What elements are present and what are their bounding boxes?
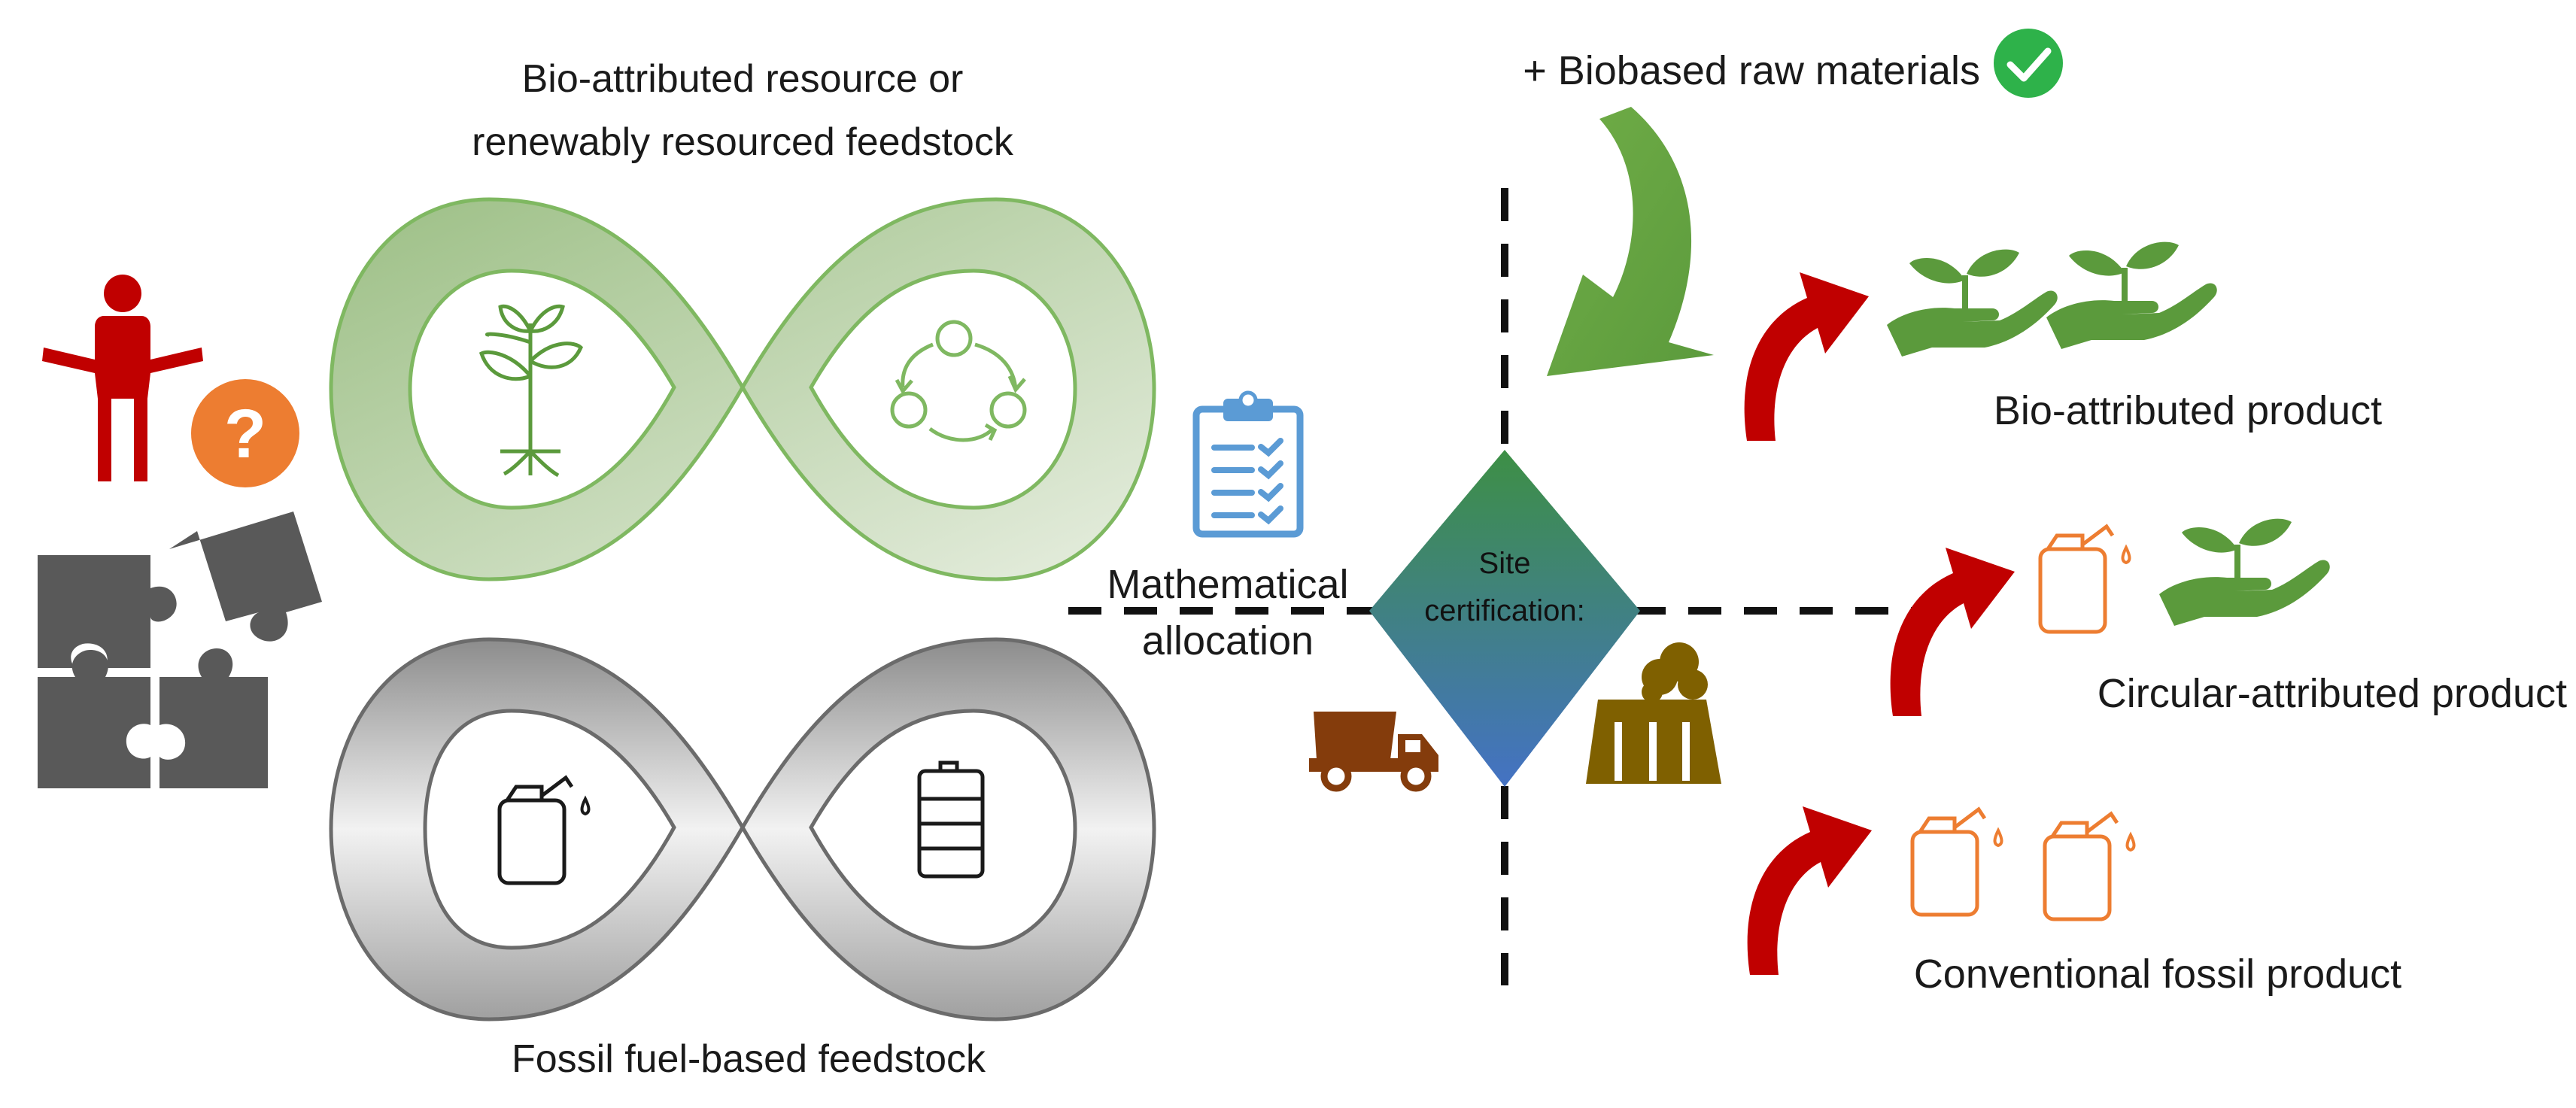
math-allocation-line2: allocation xyxy=(1142,618,1314,663)
fossil-loop-title: Fossil fuel-based feedstock xyxy=(512,1037,986,1081)
bio-infinity-loop xyxy=(329,197,1156,581)
curved-arrow-icon-bio xyxy=(1744,272,1869,441)
hand-with-plant-icon-circular xyxy=(2159,519,2330,626)
curved-arrow-icon-conventional xyxy=(1747,806,1872,975)
green-curved-arrow xyxy=(1547,107,1714,376)
svg-text:?: ? xyxy=(224,396,266,472)
cycle-arrows-icon xyxy=(890,320,1027,442)
bio-attributed-product-label: Bio-attributed product xyxy=(1994,388,2382,433)
hand-with-plant-icon-bio-2 xyxy=(2046,242,2217,349)
jerrycan-icon-circular xyxy=(2040,527,2130,632)
site-certification-diamond xyxy=(1369,450,1640,787)
oil-barrel-icon xyxy=(917,760,985,879)
checklist-clipboard-icon xyxy=(1192,390,1304,538)
sprout-icon xyxy=(478,304,583,478)
person-shrug-icon xyxy=(42,275,203,481)
bio-loop-title-line1: Bio-attributed resource or xyxy=(522,57,964,101)
jerrycan-icon-conventional-2 xyxy=(2045,814,2134,919)
dashed-divider-lines xyxy=(1068,188,1915,985)
dump-truck-icon xyxy=(1309,712,1438,792)
fossil-infinity-loop xyxy=(329,637,1156,1021)
jerrycan-icon-conventional-1 xyxy=(1912,809,2002,915)
math-allocation-line1: Mathematical xyxy=(1107,562,1348,607)
site-certification-line2: certification: xyxy=(1424,594,1584,627)
bio-loop-title-line2: renewably resourced feedstock xyxy=(472,120,1014,164)
hand-with-plant-icon-bio-1 xyxy=(1887,250,2058,357)
site-certification-line1: Site xyxy=(1479,547,1531,580)
curved-arrow-icon-circular xyxy=(1890,548,2015,716)
puzzle-pieces-icon xyxy=(38,512,322,788)
jerrycan-icon xyxy=(500,778,589,883)
factory-smoke-icon xyxy=(1586,642,1721,784)
circular-attributed-product-label: Circular-attributed product xyxy=(2098,671,2567,716)
biobased-raw-materials-label: + Biobased raw materials xyxy=(1523,48,1980,93)
conventional-fossil-product-label: Conventional fossil product xyxy=(1914,952,2401,997)
question-mark-icon: ? xyxy=(191,379,299,487)
check-circle-icon xyxy=(1994,29,2063,98)
